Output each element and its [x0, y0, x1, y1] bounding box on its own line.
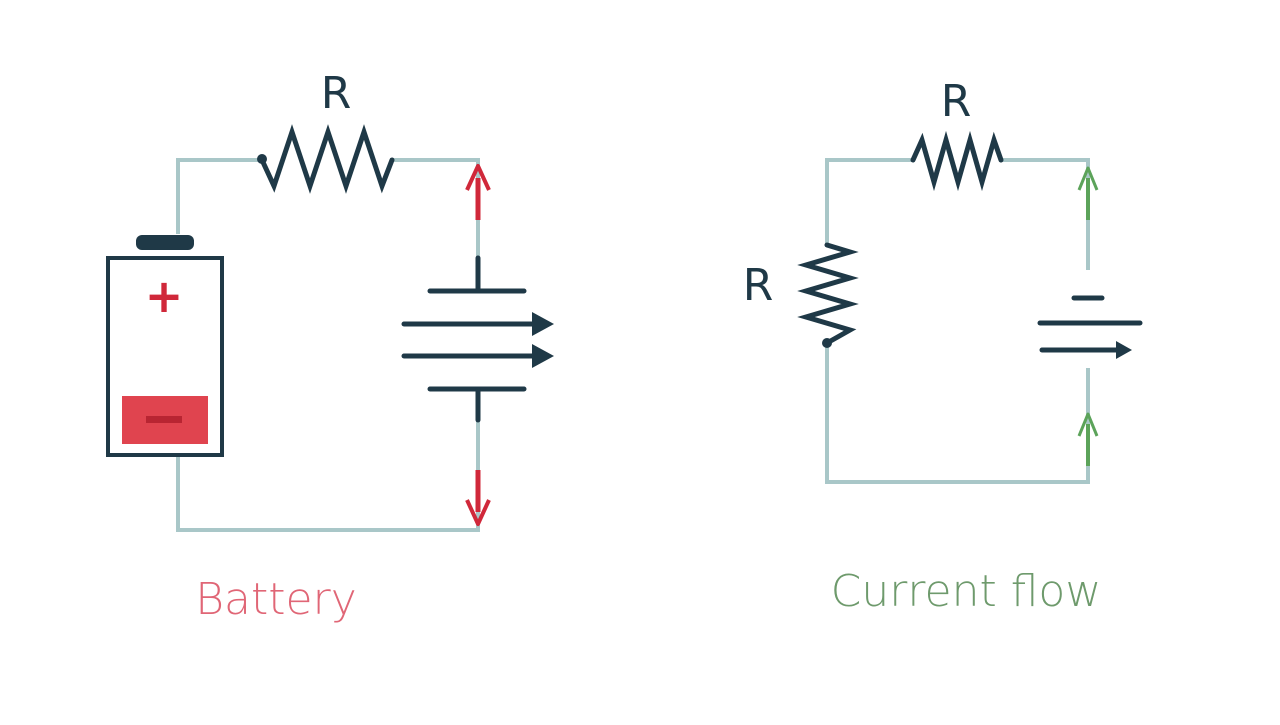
- left-resistor-zigzag: [797, 242, 859, 346]
- left-resistor-label: R: [743, 260, 774, 311]
- current-direction-arrowhead: [1116, 341, 1132, 359]
- charge-arrow-down-head: [465, 499, 491, 526]
- top-resistor-zigzag: [910, 130, 1004, 192]
- wire-bottom: [176, 393, 480, 532]
- resistor-terminal-dot: [257, 154, 267, 164]
- wire-right-top: [390, 158, 480, 264]
- current-arrow-upper-head: [1077, 166, 1099, 191]
- battery-symbol: [1037, 295, 1143, 326]
- resistor-zigzag: [259, 124, 395, 194]
- resistor-label: R: [321, 68, 352, 119]
- battery-terminal: [136, 235, 194, 250]
- wire-top-left: [825, 158, 915, 247]
- left-resistor-terminal-dot: [822, 338, 832, 348]
- current-flow-arrows: [1077, 166, 1099, 466]
- left-circuit: R + Battery: [106, 68, 554, 625]
- battery-icon: +: [106, 235, 224, 457]
- right-circuit: R R Current flow: [743, 76, 1143, 617]
- wire-left-top: [176, 158, 264, 234]
- current-flow-caption: Current flow: [831, 566, 1102, 617]
- battery-caption: Battery: [195, 574, 356, 625]
- left-wires: [176, 158, 480, 532]
- capacitor: [427, 255, 527, 423]
- field-arrowhead-top: [532, 312, 554, 336]
- current-arrow-lower-head: [1077, 412, 1099, 437]
- battery-negative-symbol: [146, 416, 182, 423]
- top-resistor-label: R: [941, 76, 972, 127]
- field-arrows: [401, 312, 554, 368]
- field-arrowhead-bottom: [532, 344, 554, 368]
- battery-positive-symbol: +: [145, 269, 184, 323]
- wire-top-right: [999, 158, 1090, 270]
- wire-bottom-loop: [825, 341, 1090, 484]
- charge-arrow-up-head: [465, 164, 491, 191]
- charge-arrows: [465, 164, 491, 526]
